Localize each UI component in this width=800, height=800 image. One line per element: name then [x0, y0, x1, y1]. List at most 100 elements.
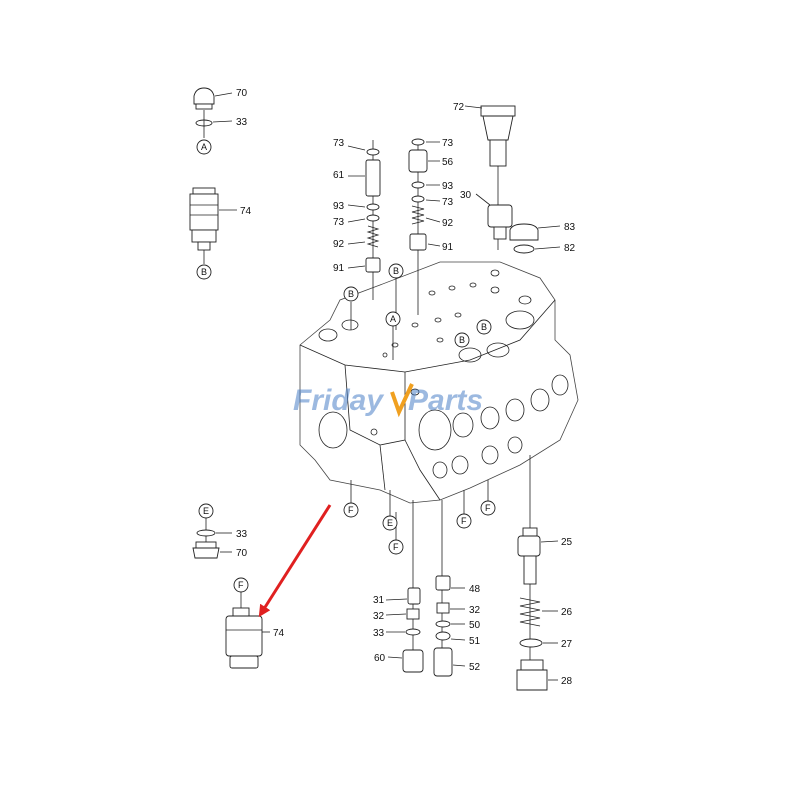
callout-52: 52 [469, 662, 481, 673]
part-91-a [365, 257, 381, 273]
part-73-c [411, 138, 425, 146]
watermark: Friday Parts [293, 383, 483, 418]
part-70-plug-bottom [192, 541, 232, 559]
callout-25: 25 [561, 537, 573, 548]
callout-30: 30 [460, 190, 472, 201]
ref-label-B-1: B [393, 266, 399, 276]
callout-92-b: 92 [442, 218, 454, 229]
ref-label-F-left: F [238, 580, 244, 590]
part-50-oring [435, 620, 451, 628]
part-73-a [366, 148, 380, 156]
watermark-part1: Friday [293, 384, 384, 417]
part-74-relief-top [189, 187, 237, 251]
part-93-a [366, 203, 380, 211]
stack-right [408, 138, 441, 315]
callout-60: 60 [374, 653, 386, 664]
ref-label-B-4: B [459, 335, 465, 345]
part-82-oring [513, 244, 535, 254]
ref-label-F-2: F [393, 542, 399, 552]
callout-70-top: 70 [236, 88, 248, 99]
part-33-oring-bottom [196, 529, 216, 537]
part-70-plug-top [193, 87, 233, 110]
ref-label-B-left: B [201, 267, 207, 277]
callout-83: 83 [564, 222, 576, 233]
part-73-d [411, 195, 425, 203]
callout-73-a: 73 [333, 138, 345, 149]
ref-label-F-4: F [485, 503, 491, 513]
part-91-b [409, 233, 427, 251]
part-52-plug [433, 647, 466, 677]
callout-72: 72 [453, 102, 465, 113]
ref-F-4 [480, 500, 496, 516]
callout-91-b: 91 [442, 242, 454, 253]
part-83-plug [509, 223, 561, 241]
callout-82: 82 [564, 243, 576, 254]
callout-74-bottom: 74 [273, 628, 285, 639]
callout-32-b: 32 [469, 605, 481, 616]
part-72-fitting [464, 105, 516, 167]
callout-73-c: 73 [442, 138, 454, 149]
callout-74-top: 74 [240, 206, 252, 217]
callout-33-top: 33 [236, 117, 248, 128]
ref-B-1 [388, 263, 404, 279]
ref-label-A-top: A [201, 142, 207, 152]
ref-label-F-1: F [348, 505, 354, 515]
callout-70-bottom: 70 [236, 548, 248, 559]
stack-left [347, 140, 381, 300]
callout-56: 56 [442, 157, 454, 168]
part-28-plug [516, 659, 558, 691]
highlight-arrow [258, 504, 332, 618]
watermark-part2: Parts [408, 384, 483, 417]
ref-B-left [196, 264, 212, 280]
ref-B-3 [476, 319, 492, 335]
ref-B-4 [454, 332, 470, 348]
callout-27: 27 [561, 639, 573, 650]
ref-label-E-left: E [203, 506, 209, 516]
part-61-spool [365, 159, 381, 197]
callout-48: 48 [469, 584, 481, 595]
valve-body [299, 261, 579, 504]
part-48 [435, 575, 465, 591]
callout-73-d: 73 [442, 197, 454, 208]
callout-91-a: 91 [333, 263, 345, 274]
part-51 [435, 631, 451, 641]
callout-50: 50 [469, 620, 481, 631]
callout-32-a: 32 [373, 611, 385, 622]
ref-label-B-3: B [481, 322, 487, 332]
part-56-plug [408, 149, 428, 173]
callout-33-c: 33 [373, 628, 385, 639]
callout-31: 31 [373, 595, 385, 606]
ref-F-1 [343, 502, 359, 518]
part-60-plug [387, 649, 424, 673]
callout-73-b: 73 [333, 217, 345, 228]
callout-33-bottom: 33 [236, 529, 248, 540]
part-93-b [411, 181, 425, 189]
callout-26: 26 [561, 607, 573, 618]
callout-93-a: 93 [333, 201, 345, 212]
part-27-oring [519, 638, 543, 648]
ref-B-2 [343, 286, 359, 302]
part-30-fitting [475, 193, 513, 240]
part-32-b [436, 602, 465, 614]
part-73-b [366, 214, 380, 222]
part-32-a [385, 608, 420, 620]
ref-label-E-body: E [387, 518, 393, 528]
ref-A-top [196, 139, 212, 155]
ref-label-F-3: F [461, 516, 467, 526]
callout-92-a: 92 [333, 239, 345, 250]
callout-28: 28 [561, 676, 573, 687]
ref-F-2 [388, 539, 404, 555]
part-74-relief-bottom [225, 607, 270, 669]
callout-51: 51 [469, 636, 481, 647]
part-26-spring [519, 597, 541, 627]
ref-label-A-body: A [390, 314, 396, 324]
watermark-check-icon [390, 383, 414, 418]
part-25-spool [517, 527, 559, 585]
part-31 [385, 587, 421, 605]
callout-61: 61 [333, 170, 345, 181]
part-92-spring-b [411, 205, 425, 225]
ref-E-body [382, 515, 398, 531]
part-92-spring-a [366, 225, 380, 248]
